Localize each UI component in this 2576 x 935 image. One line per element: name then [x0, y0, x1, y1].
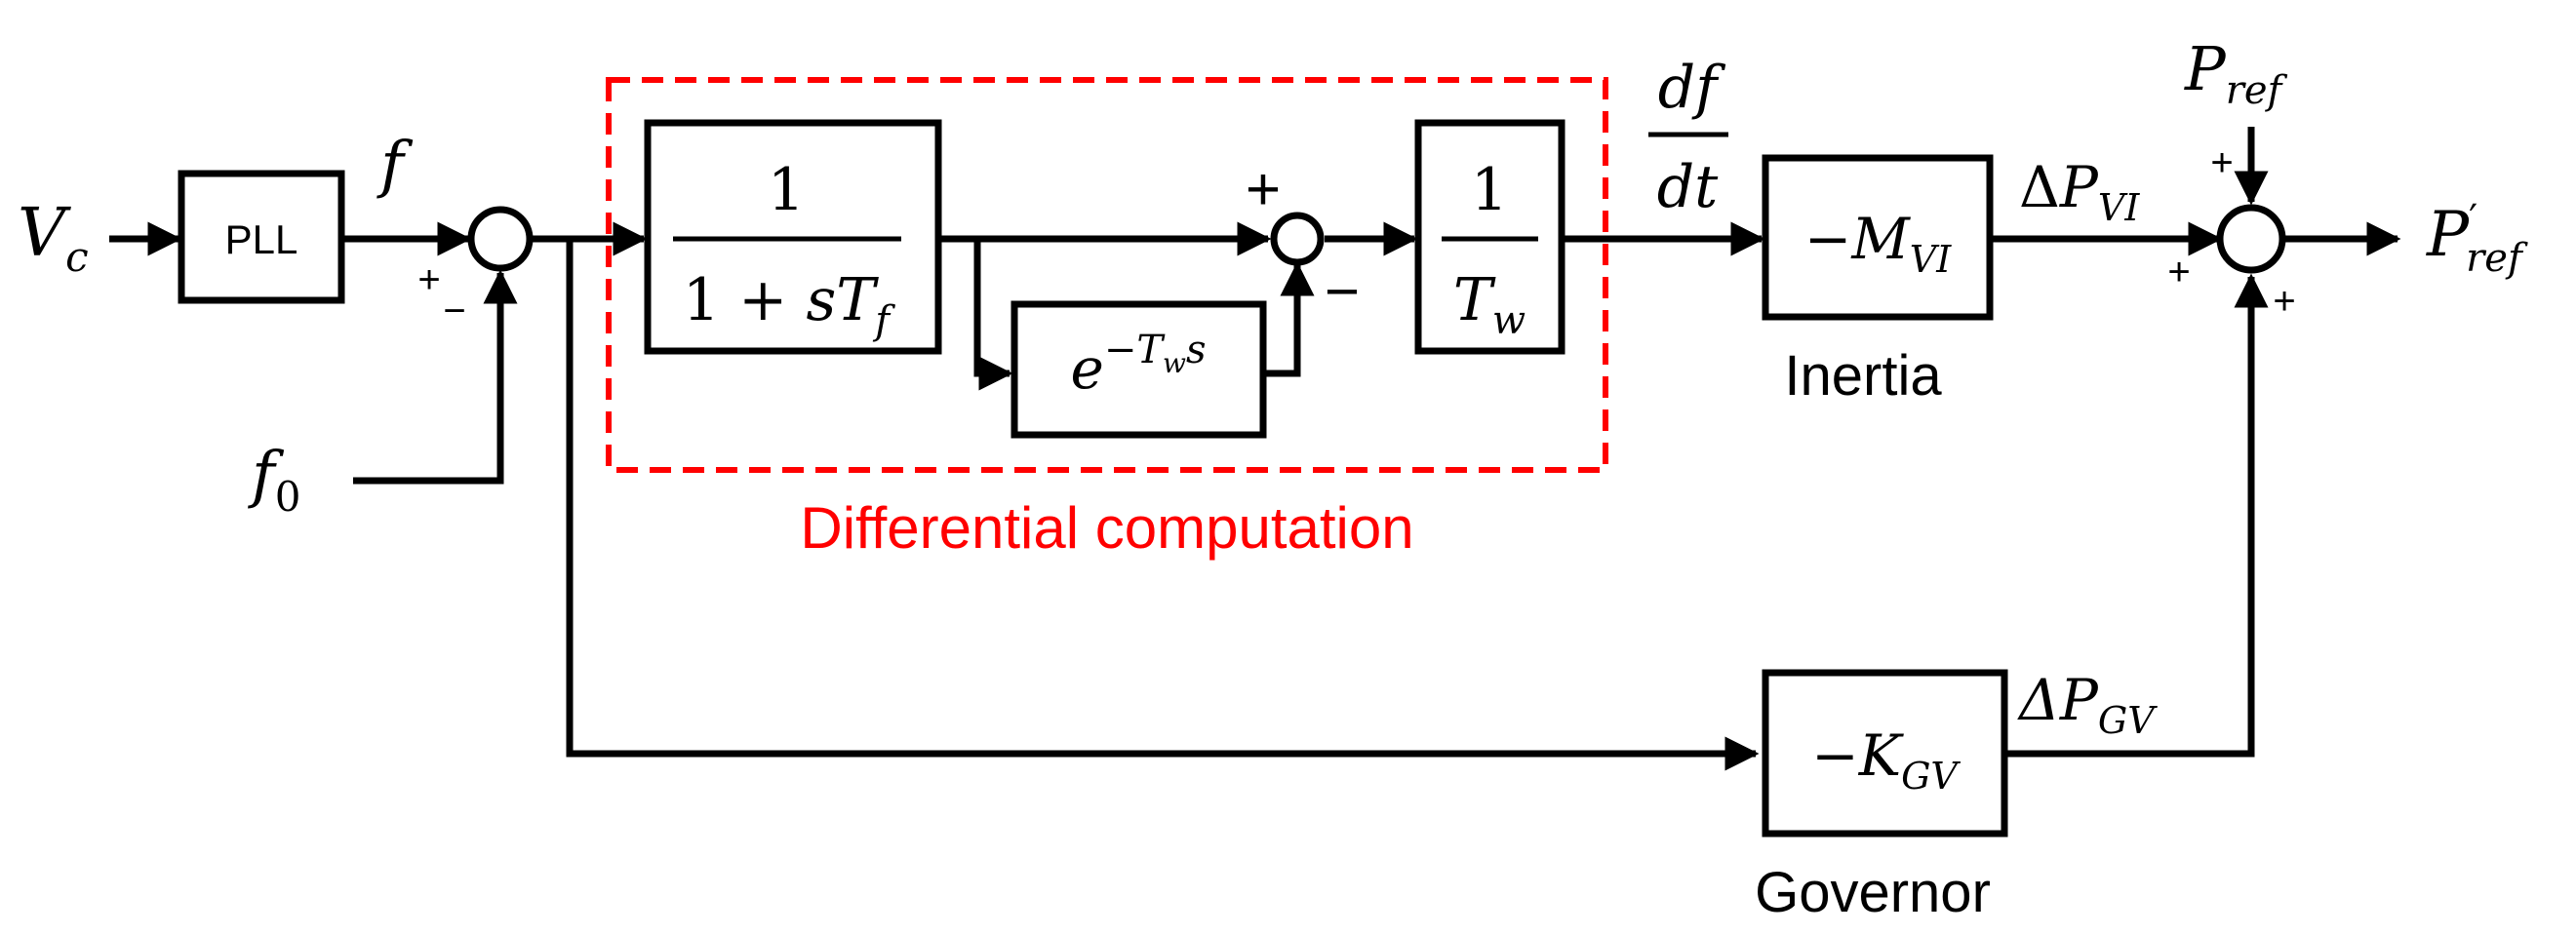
governor-caption: Governor	[1755, 861, 1991, 924]
governor-block	[1762, 669, 2008, 838]
pref-prime-output-label: P′ref	[2426, 197, 2528, 281]
dfdt-numerator: df	[1658, 54, 1726, 122]
pll-block	[178, 170, 345, 304]
scale-denominator: Tw	[1453, 266, 1526, 343]
inertia-block	[1762, 154, 1994, 321]
delay-label: e−Tws	[1070, 328, 1206, 402]
sum-junction-difference	[1270, 212, 1325, 266]
delta-p-vi-label: ΔPVI	[2019, 154, 2140, 229]
scale-numerator: 1	[1471, 156, 1508, 224]
lowpass-numerator: 1	[768, 156, 805, 224]
sum3-left-plus-sign: +	[2167, 251, 2190, 293]
sum-junction-power-reference	[2216, 204, 2286, 274]
wire-f0-to-sum1	[353, 269, 518, 485]
governor-gain-label: −KGV	[1811, 722, 1961, 798]
sum3-bottom-plus-sign: +	[2273, 280, 2295, 323]
sum1-minus-sign: −	[443, 290, 465, 332]
delay-block	[1011, 300, 1267, 439]
sum1-plus-sign: +	[417, 258, 440, 301]
differential-computation-label: Differential computation	[800, 495, 1413, 561]
differential-computation-frame	[606, 77, 1608, 473]
sum-junction-frequency-error	[467, 206, 534, 272]
vc-input-label: Vc	[18, 195, 89, 281]
wire-lowpass-to-delay	[973, 239, 1013, 391]
sum3-top-plus-sign: +	[2210, 141, 2233, 184]
pll-label: PLL	[225, 216, 298, 262]
wire-delay-to-sum2	[1263, 261, 1315, 377]
wire-governor-to-sum3	[2004, 273, 2269, 758]
sum2-plus-sign: +	[1246, 156, 1281, 223]
lowpass-denominator: 1 + sTf	[683, 266, 895, 343]
dfdt-denominator: dt	[1657, 153, 1719, 221]
inertia-gain-label: −MVI	[1804, 206, 1952, 281]
wire-error-to-governor	[566, 239, 1760, 771]
delta-p-gv-label: ΔPGV	[2017, 667, 2158, 742]
pref-input-label: Pref	[2184, 33, 2288, 113]
f-signal-label: f	[376, 129, 414, 201]
sum2-minus-sign: −	[1325, 258, 1360, 326]
inertia-caption: Inertia	[1784, 344, 1942, 408]
f0-input-label: f0	[248, 439, 300, 521]
